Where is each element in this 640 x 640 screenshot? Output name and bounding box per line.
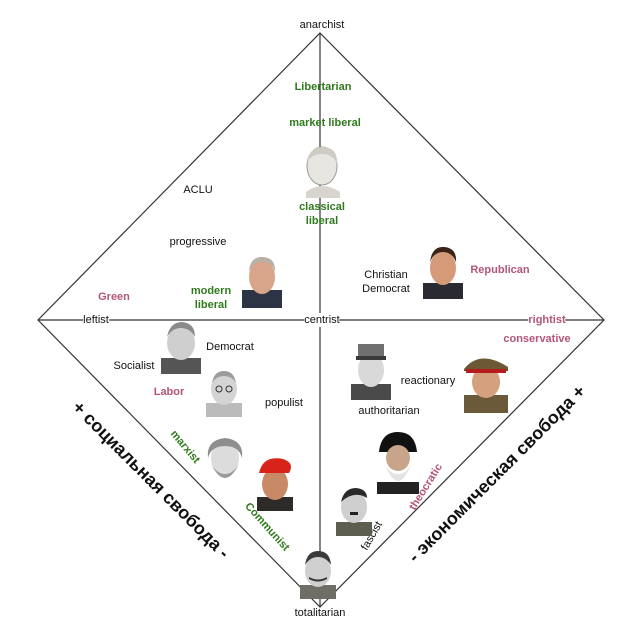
label-progressive: progressive <box>169 236 227 248</box>
label-libertarian: Libertarian <box>294 81 352 93</box>
label-democrat: Democrat <box>206 341 254 353</box>
label-conservative: conservative <box>503 333 571 345</box>
label-authoritarian: authoritarian <box>358 405 420 417</box>
label-socialist: Socialist <box>113 360 155 372</box>
portrait-dictator-1 <box>336 488 372 536</box>
portrait-leader-cap <box>351 344 391 400</box>
label-reactionary: reactionary <box>400 375 456 387</box>
portrait-man-suit <box>206 371 242 417</box>
label-totalitarian: totalitarian <box>294 607 346 619</box>
portrait-president-3 <box>161 322 201 374</box>
label-labor: Labor <box>153 386 185 398</box>
portrait-bearded-philosopher <box>207 438 243 478</box>
label-aclu: ACLU <box>183 184 213 196</box>
portrait-president-1 <box>242 256 282 308</box>
portrait-general-cap <box>464 358 508 413</box>
label-centrist: centrist <box>304 313 340 327</box>
portrait-president-2 <box>423 246 463 299</box>
label-rightist: rightist <box>528 313 566 327</box>
label-market-liberal: market liberal <box>289 117 361 129</box>
label-leftist: leftist <box>83 313 109 327</box>
label-green: Green <box>98 291 130 303</box>
portrait-dictator-2 <box>300 551 336 599</box>
label-republican: Republican <box>470 264 530 276</box>
label-anarchist: anarchist <box>299 19 345 31</box>
label-populist: populist <box>265 397 303 409</box>
portrait-red-beret <box>257 458 293 511</box>
portrait-cleric-turban <box>377 432 419 494</box>
bust-portrait <box>306 146 340 198</box>
